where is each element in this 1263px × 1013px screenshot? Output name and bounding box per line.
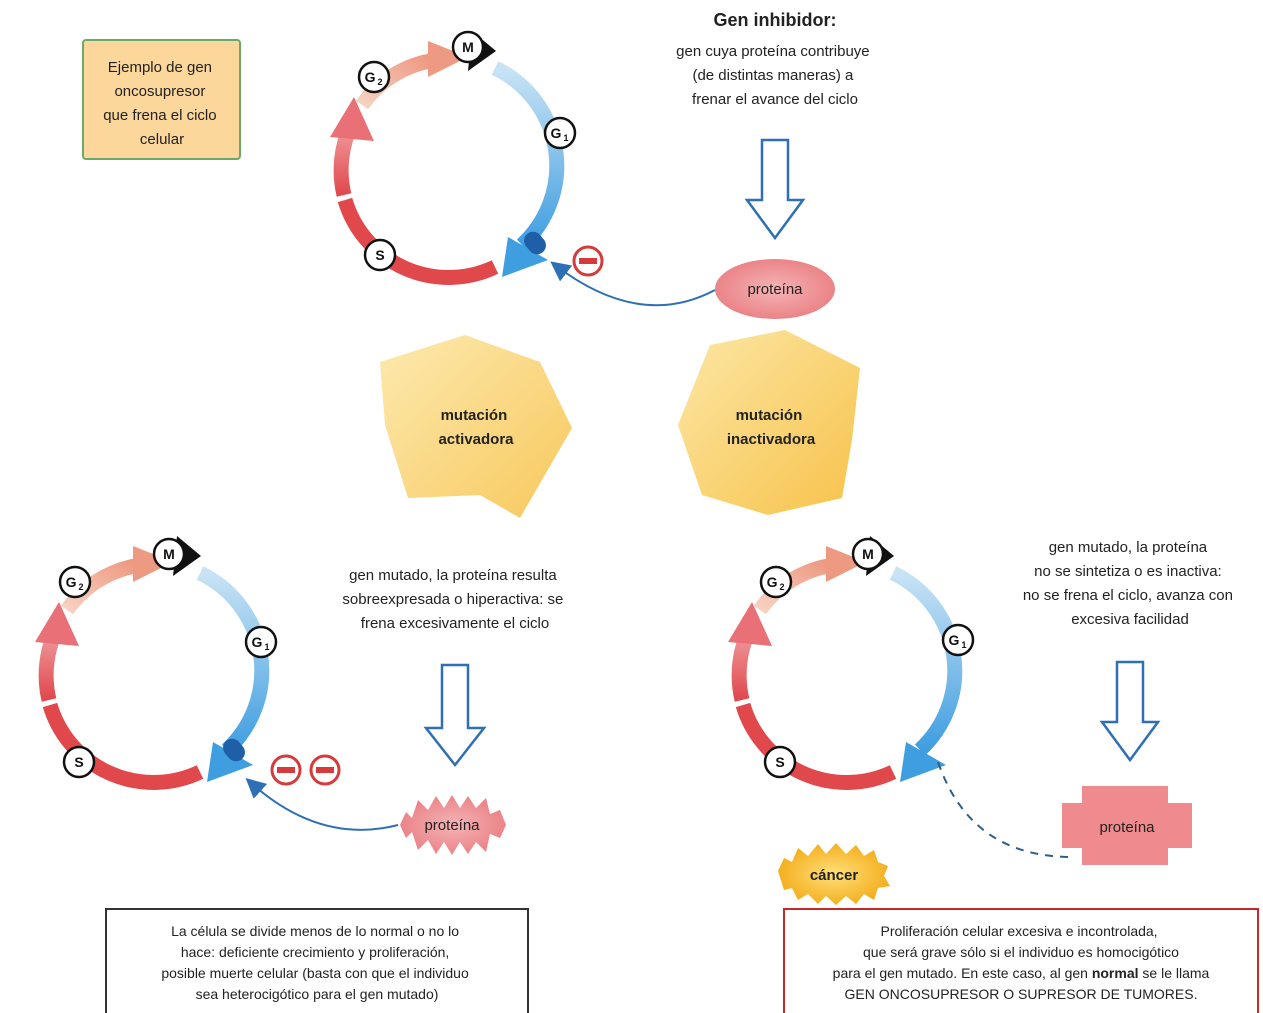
- phase-g1-label: G: [252, 634, 263, 650]
- gen-inhibidor-description: gen cuya proteína contribuye (de distint…: [676, 43, 874, 108]
- right-result-line3: para el gen mutado. En este caso, al gen…: [833, 965, 1210, 981]
- phase-g2-sub: 2: [377, 77, 382, 87]
- cycle-left: M G 2 G 1 S: [35, 536, 278, 790]
- phase-g1-node: [543, 116, 577, 150]
- phase-m-node: [451, 30, 485, 64]
- inhibit-symbol-top: [572, 245, 604, 277]
- svg-text:La célula se divide menos de l: La célula se divide menos de lo normal o…: [161, 923, 472, 1002]
- right-result-box: Proliferación celular excesiva e incontr…: [783, 908, 1259, 1013]
- activated-description: gen mutado, la proteína resulta sobreexp…: [342, 567, 567, 632]
- inhibition-arrow: [550, 261, 716, 307]
- checkpoint-icon: [524, 231, 546, 255]
- svg-text:Proliferación celular excesiva: Proliferación celular excesiva e incontr…: [863, 923, 1179, 960]
- protein-inactive: [1062, 786, 1192, 865]
- phase-g1-sub: 1: [563, 133, 568, 143]
- phase-g1-label: G: [949, 632, 960, 648]
- phase-s-label: S: [775, 754, 784, 770]
- mutation-activating: mutación activadora: [380, 335, 572, 518]
- svg-text:mutación inactivadora: mutación inactivadora: [727, 407, 816, 448]
- down-arrow-top: [744, 138, 806, 241]
- cycle-arrowhead-blue: [502, 237, 548, 277]
- cycle-arc-g2: [355, 53, 432, 110]
- phase-m-label: M: [862, 546, 874, 562]
- cycle-top: M G 2 G 1 S: [330, 30, 577, 285]
- cycle-arc-g1: [491, 61, 565, 251]
- phase-g1-sub: 1: [961, 640, 966, 650]
- phase-g2-sub: 2: [78, 582, 83, 592]
- inhibition-arrow-strong: [245, 777, 399, 831]
- cycle-arrowhead-red: [330, 97, 374, 141]
- gen-inhibidor-title: Gen inhibidor:: [714, 10, 837, 30]
- cycle-arc-s: [337, 197, 499, 285]
- phase-g2-label: G: [365, 69, 376, 85]
- cancer-label: cáncer: [810, 867, 859, 884]
- no-inhibition-dashed-line: [937, 761, 1069, 858]
- phase-m-label: M: [163, 546, 175, 562]
- phase-g1-label: G: [551, 125, 562, 141]
- inactivated-description: gen mutado, la proteína no se sintetiza …: [1023, 539, 1237, 628]
- phase-g2-label: G: [66, 574, 77, 590]
- mutation-inactivating: mutación inactivadora: [678, 330, 860, 515]
- cycle-arrowhead-peach: [428, 41, 468, 77]
- cycle-right: M G 2 G 1 S: [728, 536, 975, 790]
- cancer-badge: [778, 843, 890, 905]
- phase-g2-node: [357, 60, 391, 94]
- protein-hyperactive: [400, 795, 506, 855]
- protein-normal-label: proteína: [747, 281, 803, 298]
- phase-s-label: S: [74, 754, 83, 770]
- phase-g2-label: G: [767, 574, 778, 590]
- phase-g1-sub: 1: [264, 642, 269, 652]
- checkpoint-icon: [223, 738, 245, 762]
- phase-s-label: S: [375, 247, 384, 263]
- left-result-box: La célula se divide menos de lo normal o…: [105, 908, 529, 1013]
- example-box: Ejemplo de gen oncosupresor que frena el…: [82, 39, 241, 160]
- phase-m-label: M: [462, 39, 474, 55]
- protein-normal: [715, 259, 835, 319]
- protein-hyperactive-label: proteína: [424, 817, 480, 834]
- phase-g2-sub: 2: [779, 582, 784, 592]
- down-arrow-right: [1099, 660, 1161, 763]
- svg-text:mutación activadora: mutación activadora: [438, 407, 514, 448]
- right-result-line4: GEN ONCOSUPRESOR O SUPRESOR DE TUMORES.: [845, 986, 1198, 1002]
- inhibit-symbol-double: [270, 754, 341, 786]
- example-box-text: Ejemplo de gen oncosupresor que frena el…: [103, 59, 221, 148]
- phase-s-node: [363, 238, 397, 272]
- protein-inactive-label: proteína: [1099, 819, 1155, 836]
- down-arrow-left: [423, 663, 487, 768]
